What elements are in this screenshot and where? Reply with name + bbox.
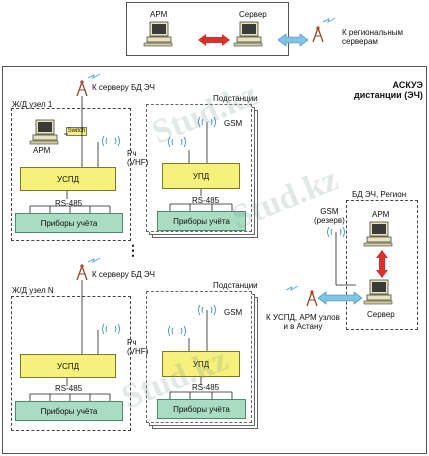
db-region-label: БД ЭЧ, Регион: [352, 190, 407, 199]
nodeN-frame: [11, 296, 131, 431]
node1-label: Ж/Д узел 1: [12, 100, 53, 109]
upd-box-1: УПД: [162, 163, 240, 189]
db-region-frame: [346, 200, 418, 330]
substations-label-1: Подстанции: [213, 94, 258, 103]
top-blue-arrow-icon: [277, 33, 309, 47]
uspd-box-2: УСПД: [20, 354, 116, 378]
rs485-label-2b: RS-485: [192, 383, 220, 392]
meters-label-1b: Приборы учёта: [173, 216, 230, 226]
meters-label-2b: Приборы учёта: [173, 404, 230, 414]
nodeN-tower-icon: [76, 263, 88, 281]
meters-box-2b: Приборы учёта: [157, 399, 246, 419]
node1-tower-icon: [76, 79, 88, 97]
uspd-label-2: УСПД: [56, 361, 80, 371]
top-server-icon: [233, 21, 263, 47]
main-frame: [2, 66, 427, 454]
switch-label-1: Switch: [67, 128, 86, 134]
top-red-arrow-icon: [198, 34, 230, 46]
substations-label-2: Подстанции: [213, 281, 258, 290]
rs485-label-1b: RS-485: [192, 196, 220, 205]
top-regional-label: К региональным серверам: [342, 28, 403, 46]
region-tower-icon: [306, 289, 318, 307]
region-arm-icon: [363, 221, 393, 247]
vhf-waves-icon-1: [102, 135, 120, 147]
vhf-waves-icon-2: [102, 323, 120, 335]
rs485-label-2a: RS-485: [55, 384, 83, 393]
gsm-label-2: GSM: [224, 308, 243, 317]
top-network-box: [126, 2, 289, 56]
uspd-box-1: УСПД: [20, 167, 116, 191]
upd-label-2: УПД: [192, 359, 210, 369]
region-red-arrow-icon: [376, 250, 388, 278]
vhf-waves-icon-2b: [168, 325, 186, 337]
upd-label-1: УПД: [192, 171, 210, 181]
top-server-label: Сервер: [239, 10, 267, 19]
nodeN-label: Ж/Д узел N: [12, 286, 54, 295]
main-title: АСКУЭ дистанции (ЭЧ): [354, 80, 423, 100]
meters-box-2a: Приборы учёта: [15, 401, 123, 421]
node1-arm-icon: [29, 119, 59, 145]
upd-box-2: УПД: [162, 351, 240, 377]
node1-frame: [11, 108, 131, 241]
rs485-label-1a: RS-485: [55, 199, 83, 208]
top-arm-label: АРМ: [150, 10, 168, 19]
arm-label-node1: АРМ: [33, 146, 51, 155]
region-server-icon: [363, 279, 393, 305]
meters-box-1b: Приборы учёта: [157, 211, 246, 231]
gsm-reserve-label: GSM (резерв): [314, 207, 345, 225]
meters-label-1a: Приборы учёта: [40, 218, 98, 228]
region-blue-arrow-icon: [317, 291, 363, 305]
to-db-server-label-1: К серверу БД ЭЧ: [92, 83, 155, 92]
ellipsis: ⋮: [126, 242, 140, 258]
meters-label-2a: Приборы учёта: [40, 406, 98, 416]
switch-box-1: Switch: [66, 127, 87, 136]
vhf-label-2: Рч (VHF): [127, 338, 149, 356]
arm-label-region: АРМ: [372, 210, 390, 219]
uspd-label-1: УСПД: [56, 174, 80, 184]
top-arm-icon: [143, 21, 173, 47]
vhf-label-1: Рч (VHF): [127, 149, 149, 167]
to-uspd-label: К УСПД, АРМ узлов и в Астану: [266, 313, 340, 331]
meters-box-1a: Приборы учёта: [15, 213, 123, 233]
gsm-label-1: GSM: [224, 119, 243, 128]
top-tower-icon: [312, 25, 324, 43]
to-db-server-label-2: К серверу БД ЭЧ: [92, 270, 155, 279]
server-label-region: Сервер: [367, 310, 395, 319]
